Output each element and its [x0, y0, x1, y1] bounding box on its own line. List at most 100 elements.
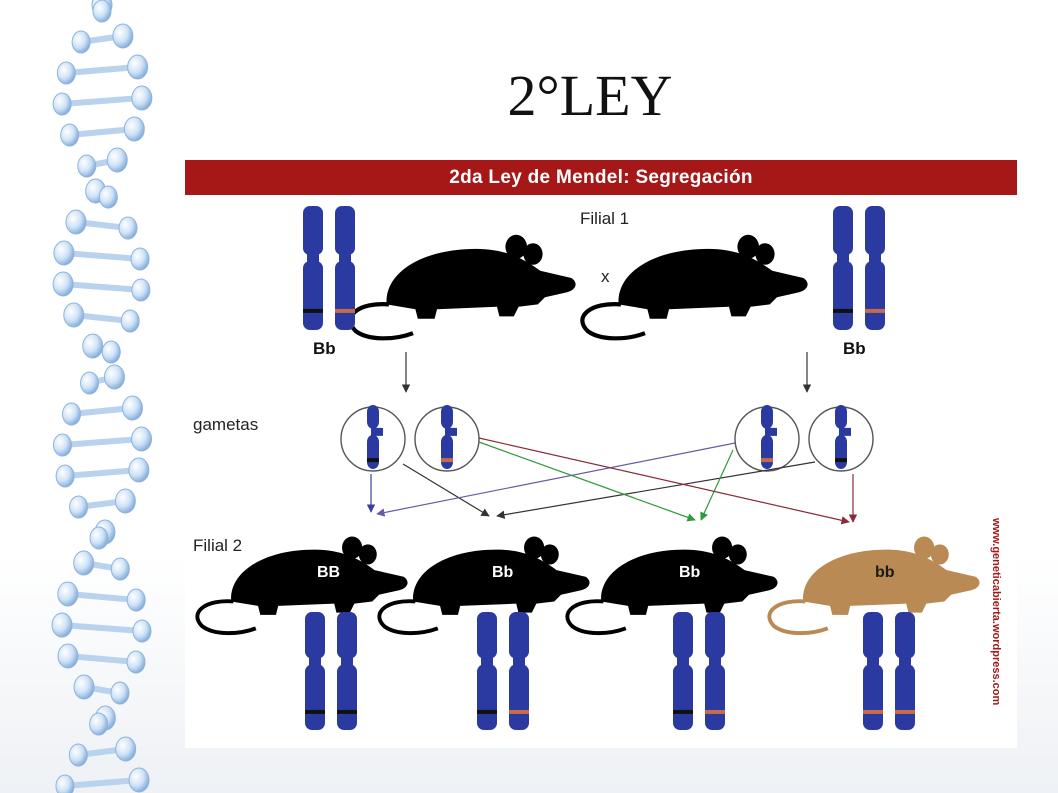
- offspring-chromosomes-4: [863, 612, 915, 730]
- gamete-3: [734, 405, 800, 472]
- gamete-arrow-7: [478, 437, 850, 525]
- parent-genotype-left: Bb: [313, 339, 336, 358]
- dna-bead: [101, 340, 121, 364]
- dna-bead: [57, 643, 79, 669]
- gamete-3-chromosome: [761, 405, 777, 469]
- dna-bead: [106, 147, 128, 173]
- banner-title: 2da Ley de Mendel: Segregación: [449, 166, 753, 188]
- figure-banner: 2da Ley de Mendel: Segregación: [185, 160, 1017, 195]
- filial2-label: Filial 2: [193, 536, 242, 555]
- parent-chromosomes-left: [303, 206, 355, 330]
- dna-bead: [132, 619, 152, 643]
- dna-bead: [114, 488, 136, 514]
- offspring-chromosomes-2-chromosome-2: [509, 612, 529, 730]
- gamete-arrow-6: [700, 449, 734, 521]
- dna-bead: [69, 495, 89, 519]
- parent-chromosomes-left-chromosome-1: [303, 206, 323, 330]
- parent-chromosomes-right: [833, 206, 885, 330]
- dna-helix-decoration: [51, 0, 153, 793]
- parent-chromosomes-left-chromosome-2: [335, 206, 355, 330]
- dna-bead: [65, 209, 87, 235]
- dna-bead: [53, 240, 75, 266]
- offspring-mouse-4: [767, 536, 980, 636]
- dna-bead: [118, 216, 138, 240]
- dna-rung: [59, 95, 145, 107]
- dna-bead: [68, 743, 88, 767]
- gamete-4: [808, 405, 874, 472]
- dna-bead: [131, 85, 153, 111]
- offspring-chromosomes-4-chromosome-1: [863, 612, 883, 730]
- dna-bead: [52, 433, 72, 457]
- offspring-genotype-4: bb: [875, 564, 895, 581]
- offspring-chromosomes-3: [673, 612, 725, 730]
- dna-bead: [89, 712, 109, 736]
- dna-bead: [73, 550, 95, 576]
- offspring-genotype-1: BB: [317, 564, 340, 581]
- gamete-2: [414, 405, 480, 472]
- offspring-genotype-3: Bb: [679, 564, 701, 581]
- dna-bead: [82, 333, 104, 359]
- dna-rung: [61, 777, 143, 789]
- dna-bead: [120, 309, 140, 333]
- dna-bead: [51, 612, 73, 638]
- watermark-url: www.geneticabierta.wordpress.com: [990, 517, 1002, 705]
- dna-bead: [110, 557, 130, 581]
- gamete-arrow-5: [478, 441, 696, 522]
- dna-bead: [63, 302, 85, 328]
- dna-rung: [59, 436, 145, 448]
- dna-bead: [80, 371, 100, 395]
- offspring-chromosomes-1-chromosome-1: [305, 612, 325, 730]
- dna-bead: [60, 123, 80, 147]
- dna-bead: [57, 581, 79, 607]
- dna-bead: [115, 736, 137, 762]
- dna-rung: [63, 64, 141, 76]
- dna-bead: [131, 278, 151, 302]
- dna-bead: [128, 767, 150, 793]
- dna-rung: [60, 281, 144, 293]
- dna-bead: [126, 650, 146, 674]
- offspring-genotype-2: Bb: [492, 564, 514, 581]
- offspring-chromosomes-2-chromosome-1: [477, 612, 497, 730]
- dna-bead: [52, 92, 72, 116]
- dna-bead: [128, 457, 150, 483]
- dna-bead: [52, 271, 74, 297]
- cross-symbol: x: [601, 267, 610, 286]
- filial1-label: Filial 1: [580, 209, 629, 228]
- dna-bead: [55, 774, 75, 793]
- dna-rung: [66, 126, 138, 138]
- dna-rung: [60, 250, 144, 262]
- dna-rung: [64, 653, 140, 665]
- offspring-chromosomes-1-chromosome-2: [337, 612, 357, 730]
- dna-bead: [89, 526, 109, 550]
- dna-bead: [56, 61, 76, 85]
- dna-bead: [77, 154, 97, 178]
- parent-chromosomes-right-chromosome-1: [833, 206, 853, 330]
- dna-bead: [55, 464, 75, 488]
- gamete-1-chromosome: [367, 405, 383, 469]
- slide-title: 2°LEY: [507, 63, 673, 128]
- dna-bead: [131, 426, 153, 452]
- offspring-chromosomes-2: [477, 612, 529, 730]
- dna-bead: [130, 247, 150, 271]
- gamete-arrow-3: [376, 442, 736, 517]
- dna-bead: [73, 674, 95, 700]
- dna-rung: [64, 591, 140, 603]
- offspring-mouse-3: [565, 536, 778, 636]
- dna-rung: [62, 467, 142, 479]
- gamete-arrow-2: [402, 463, 490, 517]
- offspring-mouse-2: [377, 536, 590, 636]
- gamete-1: [340, 405, 406, 472]
- parent-chromosomes-right-chromosome-2: [865, 206, 885, 330]
- gametes-label: gametas: [193, 415, 258, 434]
- dna-bead: [121, 395, 143, 421]
- gamete-4-chromosome: [835, 405, 851, 469]
- offspring-chromosomes-4-chromosome-2: [895, 612, 915, 730]
- parent-genotype-right: Bb: [843, 339, 866, 358]
- dna-bead: [126, 588, 146, 612]
- offspring-chromosomes-3-chromosome-2: [705, 612, 725, 730]
- dna-bead: [71, 30, 91, 54]
- dna-rung: [59, 622, 145, 634]
- offspring-chromosomes-1: [305, 612, 357, 730]
